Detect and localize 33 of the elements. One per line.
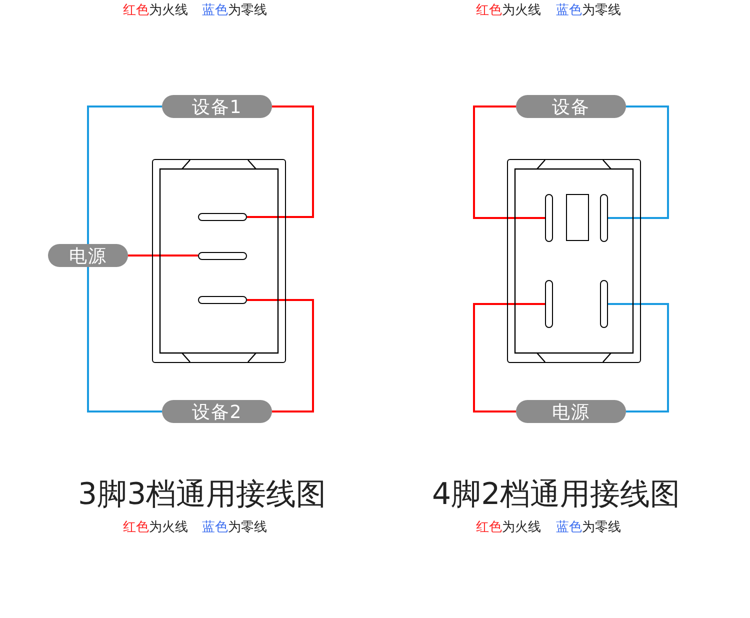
color-note: 红色为火线 [476, 519, 541, 536]
wire [473, 106, 545, 219]
switch-pin [545, 194, 553, 242]
label-pill: 设备2 [162, 400, 272, 423]
wire [87, 106, 162, 244]
switch-pin [198, 252, 247, 260]
wire [128, 254, 198, 256]
label-pill: 设备 [516, 95, 626, 118]
switch-pin [545, 280, 553, 328]
switch-pin [198, 296, 247, 304]
wire [247, 106, 314, 218]
color-note: 蓝色为零线 [202, 519, 267, 536]
color-note: 红色为火线 [476, 2, 541, 19]
switch-pin [198, 213, 247, 221]
wire [473, 303, 545, 412]
wire [87, 267, 162, 412]
color-note: 蓝色为零线 [202, 2, 267, 19]
wire [608, 106, 669, 219]
color-note: 蓝色为零线 [556, 2, 621, 19]
label-pill: 设备1 [162, 95, 272, 118]
diagram-heading: 4脚2档通用接线图 [432, 476, 680, 514]
wire [247, 299, 314, 412]
color-note: 红色为火线 [123, 2, 188, 19]
label-pill: 电源 [48, 244, 128, 267]
label-pill: 电源 [516, 400, 626, 423]
switch-pin [600, 194, 608, 242]
wire [608, 303, 669, 412]
switch-body [507, 159, 641, 363]
switch-body [152, 159, 286, 363]
color-note: 红色为火线 [123, 519, 188, 536]
switch-pin [600, 280, 608, 328]
diagram-heading: 3脚3档通用接线图 [78, 476, 326, 514]
color-note: 蓝色为零线 [556, 519, 621, 536]
